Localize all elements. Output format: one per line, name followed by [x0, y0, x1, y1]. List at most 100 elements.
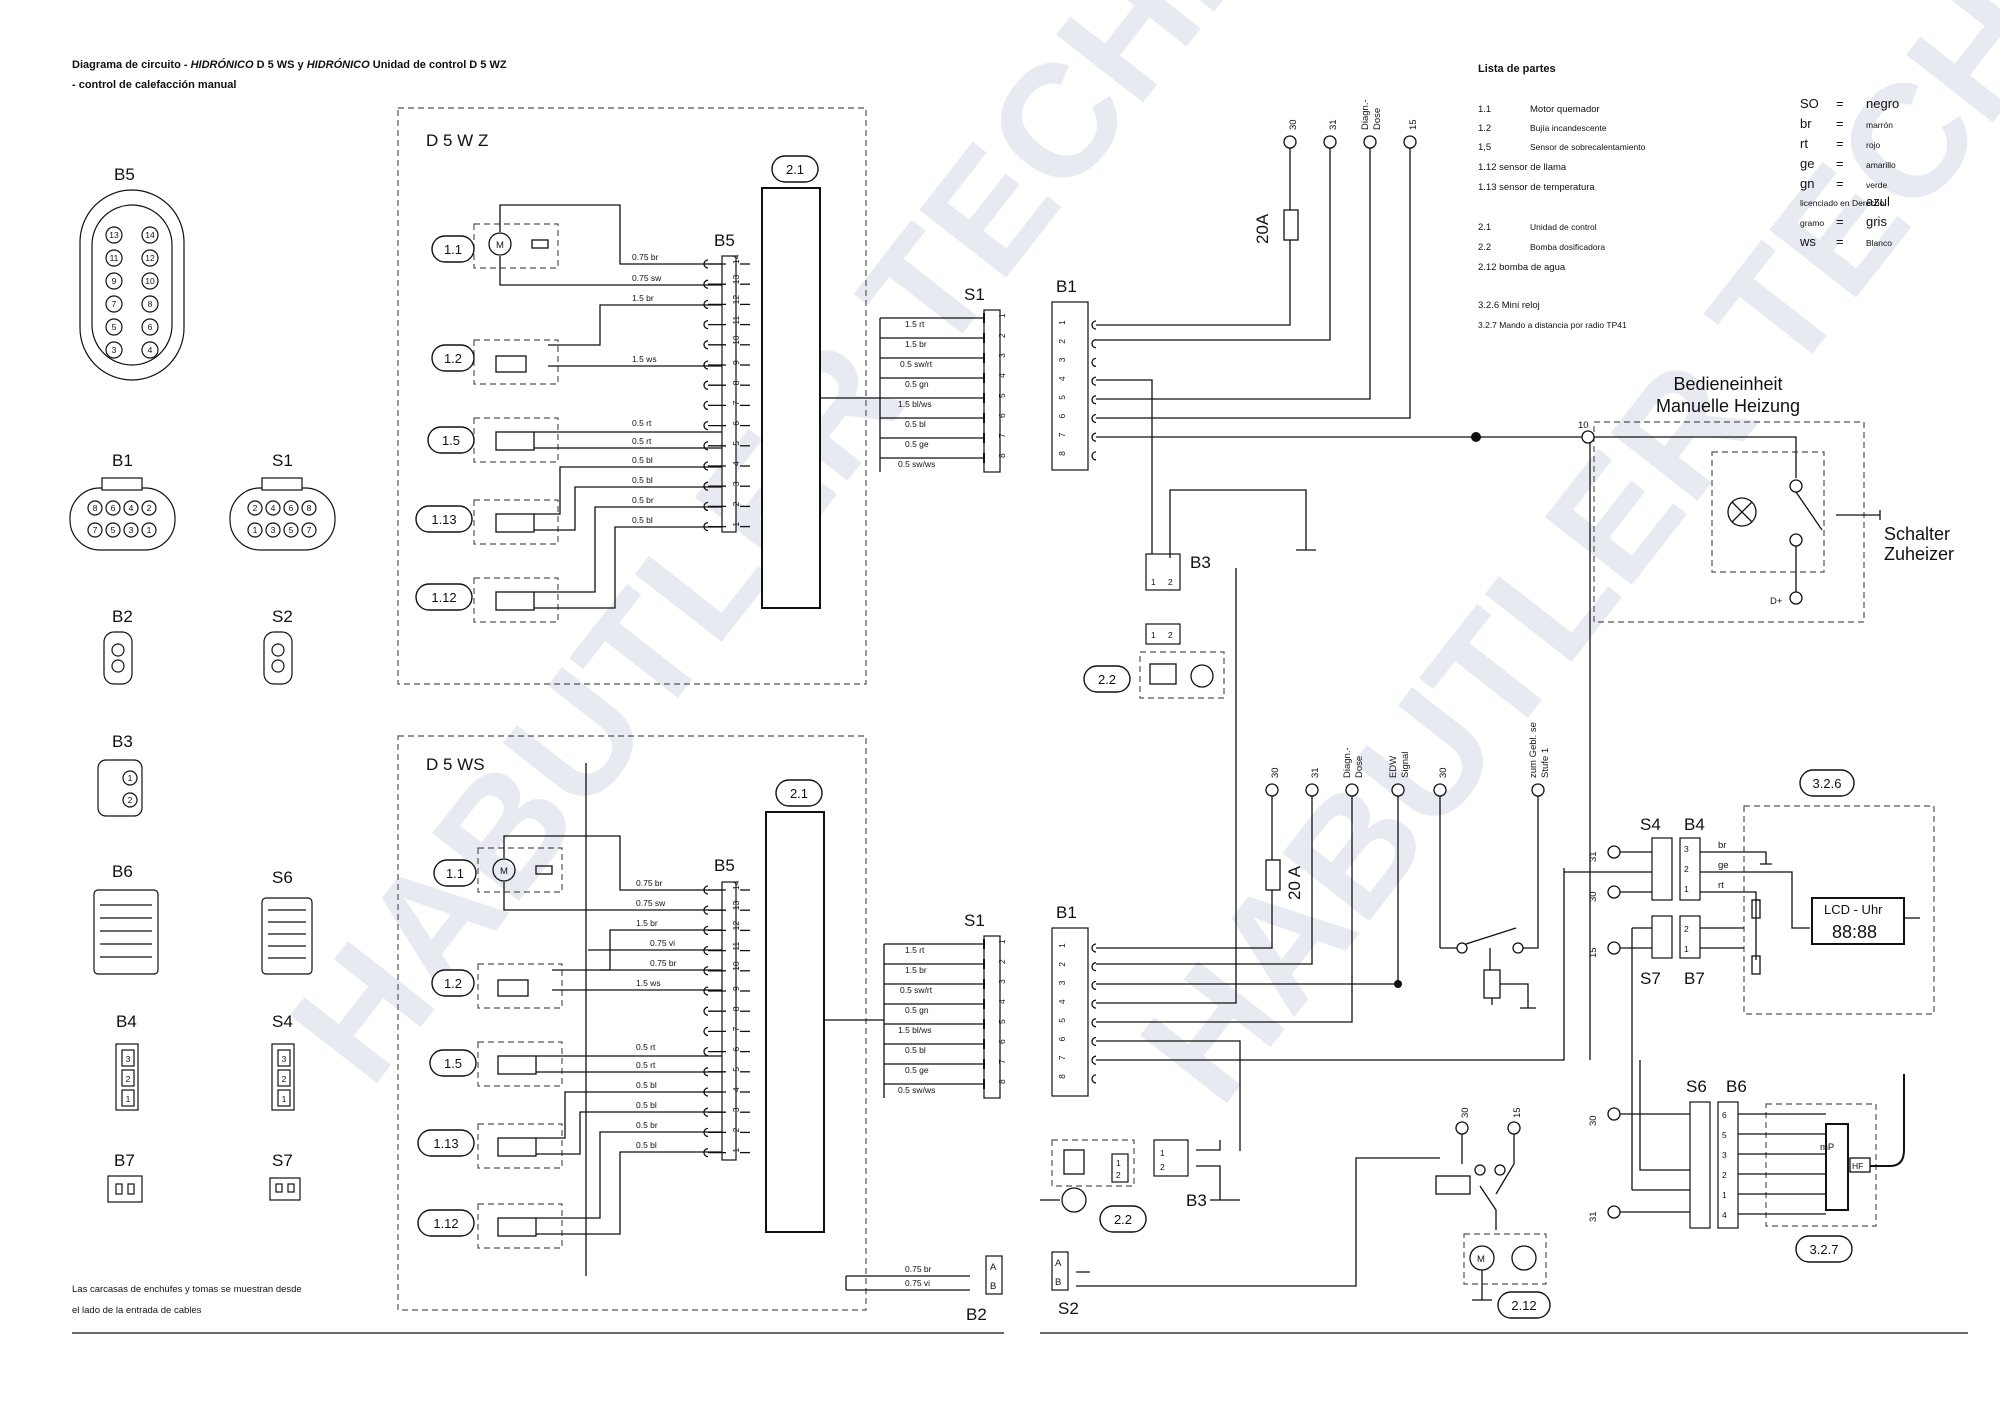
svg-text:B: B: [990, 1281, 996, 1292]
svg-text:Bujía incandescente: Bujía incandescente: [1530, 123, 1607, 133]
pin-label: 5: [997, 1019, 1007, 1024]
pin-label: 10: [731, 335, 741, 345]
svg-text:1: 1: [126, 1094, 131, 1104]
svg-text:0.75 br: 0.75 br: [632, 252, 659, 262]
mini-clock-circuit: 3.2.6 S4 B4 3 2 1 31 30 br ge rt LCD - U…: [1564, 769, 1935, 1190]
pin-label: 4: [1057, 999, 1067, 1004]
pin-label: 7: [1057, 1055, 1067, 1060]
svg-text:gris: gris: [1866, 214, 1887, 229]
svg-text:31: 31: [1588, 851, 1599, 862]
svg-text:Sensor de sobrecalentamiento: Sensor de sobrecalentamiento: [1530, 142, 1646, 152]
svg-text:0.5 bl: 0.5 bl: [636, 1100, 657, 1110]
pin-label: 6: [731, 421, 741, 426]
svg-text:br: br: [1718, 840, 1726, 851]
svg-text:marrón: marrón: [1866, 120, 1893, 130]
d5ws-wire-labels: 0.75 br 0.75 sw 1.5 br 0.75 vi 0.75 br 1…: [636, 878, 935, 1288]
svg-text:amarillo: amarillo: [1866, 160, 1896, 170]
pin-label: 2: [997, 959, 1007, 964]
svg-text:2.2: 2.2: [1478, 242, 1491, 253]
svg-text:A: A: [990, 1262, 997, 1273]
pin-label: 14: [731, 880, 741, 890]
pin-label: 13: [731, 274, 741, 284]
svg-text:0.5 sw/ws: 0.5 sw/ws: [898, 459, 935, 469]
pin-label: 6: [997, 1039, 1007, 1044]
page-title: Diagrama de circuito - HIDRÓNICO D 5 WS …: [72, 58, 507, 71]
b4-label: B4: [1684, 815, 1705, 834]
svg-text:2: 2: [1684, 864, 1689, 874]
pin-label: 12: [731, 295, 741, 305]
pin-label: 8: [997, 1079, 1007, 1084]
d5wz-control-unit: [761, 187, 821, 609]
svg-text:1.2: 1.2: [444, 976, 462, 991]
pin-label: 14: [731, 254, 741, 264]
svg-text:7: 7: [93, 525, 98, 535]
svg-text:1: 1: [1116, 1158, 1121, 1168]
svg-text:3: 3: [129, 525, 134, 535]
svg-text:31: 31: [1310, 767, 1321, 778]
svg-text:0.75 br: 0.75 br: [905, 1264, 932, 1274]
d5wz-s1-wire-labels: 1.5 rt 1.5 br 0.5 sw/rt 0.5 gn 1.5 bl/ws…: [898, 319, 935, 469]
svg-text:0.5 bl: 0.5 bl: [905, 1045, 926, 1055]
radio-unit-id: 3.2.7: [1810, 1242, 1839, 1257]
upper-b1-label: B1: [1056, 277, 1077, 296]
svg-text:5: 5: [112, 322, 117, 332]
svg-text:1: 1: [1160, 1148, 1165, 1158]
d5wz-b5-label: B5: [714, 231, 735, 250]
svg-text:0.5 rt: 0.5 rt: [632, 418, 652, 428]
pin-label: 7: [997, 433, 1007, 438]
svg-text:1: 1: [1151, 577, 1156, 587]
s6-label: S6: [1686, 1077, 1707, 1096]
b6-view-label: B6: [112, 862, 133, 881]
svg-text:Diagn.-: Diagn.-: [1360, 99, 1371, 130]
svg-text:2: 2: [1168, 630, 1173, 640]
s6-view-label: S6: [272, 868, 293, 887]
svg-text:4: 4: [129, 503, 134, 513]
lcd-clock: [1811, 897, 1905, 945]
svg-text:SO: SO: [1800, 96, 1819, 111]
svg-text:6: 6: [1722, 1110, 1727, 1120]
svg-text:D+: D+: [1770, 596, 1783, 607]
d5wz-label: D 5 W Z: [426, 131, 488, 150]
svg-text:Stufe 1: Stufe 1: [1540, 748, 1551, 778]
b5-connector-pins: 13 11 9 7 5 3 14 12 10 8 6 4: [105, 226, 159, 359]
svg-text:2: 2: [1684, 924, 1689, 934]
svg-text:1: 1: [1722, 1190, 1727, 1200]
d5ws-b2-label: B2: [966, 1305, 987, 1324]
svg-text:mP: mP: [1820, 1142, 1834, 1153]
svg-text:br: br: [1800, 116, 1812, 131]
svg-text:10: 10: [1578, 420, 1589, 431]
pin-label: 2: [1057, 962, 1067, 967]
pin-label: 3: [997, 353, 1007, 358]
svg-text:1.5 br: 1.5 br: [905, 965, 927, 975]
svg-text:0.5 ge: 0.5 ge: [905, 1065, 929, 1075]
svg-text:0.5 bl: 0.5 bl: [632, 455, 653, 465]
d5wz-frame: [397, 107, 867, 685]
svg-text:licenciado en Derecho: licenciado en Derecho: [1800, 198, 1884, 208]
switch-label-1: Schalter: [1884, 524, 1950, 544]
svg-text:3: 3: [112, 345, 117, 355]
pin-label: 3: [1057, 357, 1067, 362]
svg-text:15: 15: [1512, 1107, 1523, 1118]
pin-label: 4: [731, 461, 741, 466]
svg-text:8: 8: [148, 299, 153, 309]
svg-text:5: 5: [1722, 1130, 1727, 1140]
svg-text:3: 3: [282, 1054, 287, 1064]
svg-text:=: =: [1836, 176, 1844, 191]
pin-label: 7: [997, 1059, 1007, 1064]
svg-text:1: 1: [1684, 884, 1689, 894]
b3-connector-shell: [97, 759, 143, 817]
svg-text:Signal: Signal: [1400, 752, 1411, 778]
s4-label: S4: [1640, 815, 1661, 834]
svg-text:1: 1: [1684, 944, 1689, 954]
pin-label: 6: [1057, 414, 1067, 419]
pin-label: 2: [1057, 339, 1067, 344]
svg-text:31: 31: [1588, 1211, 1599, 1222]
svg-text:1.5 br: 1.5 br: [632, 293, 654, 303]
svg-text:Dose: Dose: [1354, 756, 1365, 778]
svg-text:rt: rt: [1800, 136, 1808, 151]
svg-text:0.75 br: 0.75 br: [636, 878, 663, 888]
